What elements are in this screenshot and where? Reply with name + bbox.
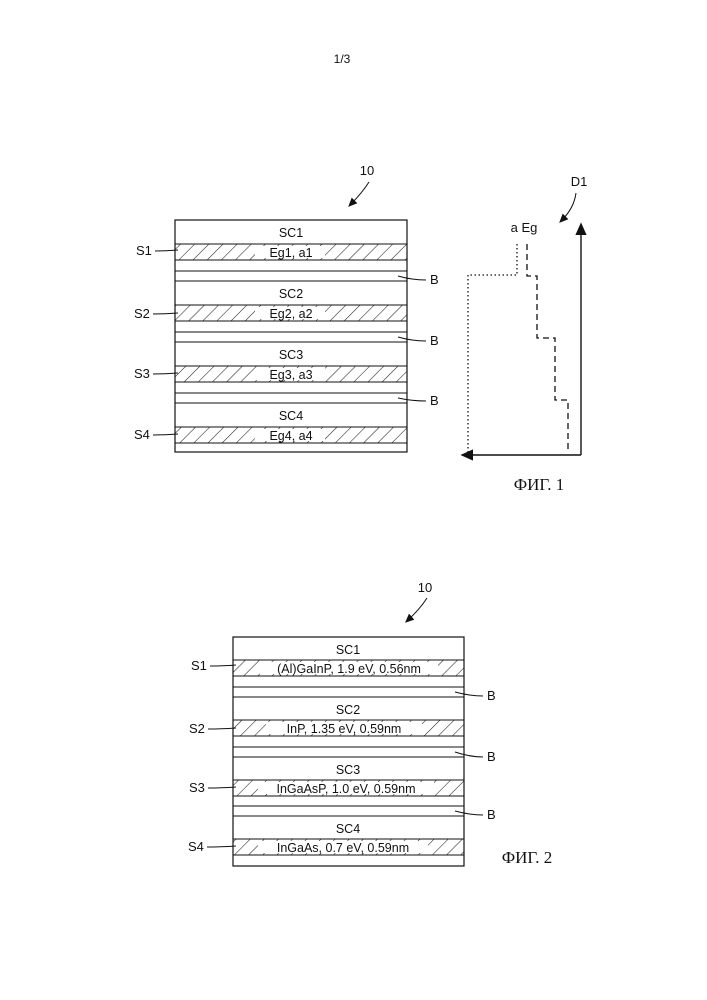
fig2-barrier-label-3: B xyxy=(487,807,496,822)
fig2-side-label-s2: S2 xyxy=(189,721,205,736)
fig2-leader-b2 xyxy=(455,752,483,757)
fig2-cell-label-sc4: SC4 xyxy=(336,822,360,836)
fig2-leader-b3 xyxy=(455,811,483,815)
fig1-side-label-s1: S1 xyxy=(136,243,152,258)
fig1-side-label-s4: S4 xyxy=(134,427,150,442)
fig2-side-label-s3: S3 xyxy=(189,780,205,795)
fig1-cell-label-sc4: SC4 xyxy=(279,409,303,423)
fig2-layer-text-1: (Al)GaInP, 1.9 eV, 0.56nm xyxy=(277,662,421,676)
fig1-profile-axis-label: a Eg xyxy=(511,220,538,235)
fig1-layer-text-2: Eg2, a2 xyxy=(269,307,312,321)
page-number: 1/3 xyxy=(334,52,351,66)
fig1-layer-text-1: Eg1, a1 xyxy=(269,246,312,260)
fig1-cell-label-sc2: SC2 xyxy=(279,287,303,301)
fig1-reference-numeral: 10 xyxy=(360,163,374,178)
fig1-cell-label-sc1: SC1 xyxy=(279,226,303,240)
fig1-leader-b3 xyxy=(398,398,426,401)
fig2-reference-numeral: 10 xyxy=(418,580,432,595)
fig1-direction-label: D1 xyxy=(571,174,588,189)
figure-1: 10 SC1 Eg1, a1 SC2 Eg2, a2 SC3 Eg3, a3 S… xyxy=(134,163,587,494)
fig1-ref-arrow xyxy=(351,182,369,204)
fig2-leader-b1 xyxy=(455,692,483,696)
fig1-direction-leader xyxy=(562,193,576,220)
fig1-leader-b1 xyxy=(398,276,426,280)
fig2-side-label-s1: S1 xyxy=(191,658,207,673)
fig2-ref-arrow xyxy=(408,598,427,620)
fig2-cell-label-sc2: SC2 xyxy=(336,703,360,717)
fig2-caption: ФИГ. 2 xyxy=(502,848,553,867)
fig1-leader-s3 xyxy=(153,373,178,374)
fig2-barrier-label-1: B xyxy=(487,688,496,703)
fig1-barrier-label-3: B xyxy=(430,393,439,408)
fig2-barrier-label-2: B xyxy=(487,749,496,764)
fig1-cell-label-sc3: SC3 xyxy=(279,348,303,362)
fig1-barrier-label-2: B xyxy=(430,333,439,348)
fig1-side-label-s3: S3 xyxy=(134,366,150,381)
fig1-side-label-s2: S2 xyxy=(134,306,150,321)
fig1-leader-b2 xyxy=(398,337,426,341)
fig2-leader-s2 xyxy=(208,728,236,729)
fig2-layer-text-2: InP, 1.35 eV, 0.59nm xyxy=(287,722,402,736)
fig1-caption: ФИГ. 1 xyxy=(514,475,565,494)
fig1-leader-s4 xyxy=(153,434,178,435)
fig2-leader-s1 xyxy=(210,665,236,666)
fig1-bandgap-profile xyxy=(527,244,568,452)
fig2-leader-s3 xyxy=(208,787,236,788)
fig2-side-label-s4: S4 xyxy=(188,839,204,854)
fig2-layer-text-4: InGaAs, 0.7 eV, 0.59nm xyxy=(277,841,409,855)
fig1-barrier-label-1: B xyxy=(430,272,439,287)
fig1-layer-text-3: Eg3, a3 xyxy=(269,368,312,382)
fig1-leader-s2 xyxy=(153,313,178,314)
fig2-cell-label-sc3: SC3 xyxy=(336,763,360,777)
fig1-layer-text-4: Eg4, a4 xyxy=(269,429,312,443)
fig1-lattice-profile xyxy=(468,244,517,452)
fig2-leader-s4 xyxy=(207,846,236,847)
figure-2: 10 SC1 (Al)GaInP, 1.9 eV, 0.56nm SC2 InP… xyxy=(188,580,552,867)
fig2-cell-label-sc1: SC1 xyxy=(336,643,360,657)
fig2-layer-text-3: InGaAsP, 1.0 eV, 0.59nm xyxy=(277,782,416,796)
